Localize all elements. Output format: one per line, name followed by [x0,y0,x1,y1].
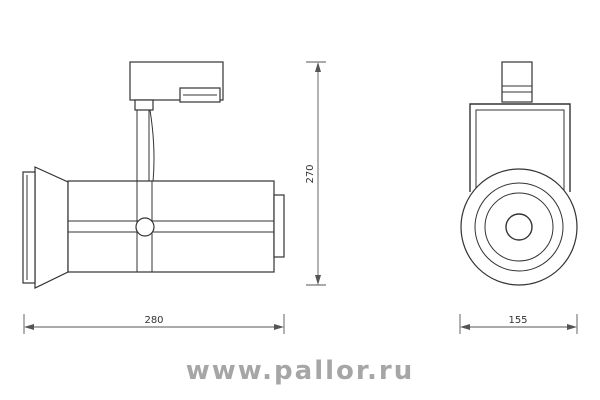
front-yoke [469,103,571,192]
dimension-width-front: 155 [459,314,578,334]
dimension-width-side-label: 280 [144,315,163,326]
dimension-height: 270 [305,61,326,286]
side-lens-cone [22,166,69,289]
watermark-url: www.pallor.ru [186,356,414,386]
side-track-adapter [129,61,224,103]
front-lamp-head [460,168,578,286]
dimension-width-front-label: 155 [508,315,527,326]
dimension-height-label: 270 [305,164,316,183]
side-view [22,61,285,289]
front-view [460,61,578,286]
front-track-adapter [501,61,533,103]
side-main-body [67,180,285,273]
dimension-width-side: 280 [23,314,285,334]
